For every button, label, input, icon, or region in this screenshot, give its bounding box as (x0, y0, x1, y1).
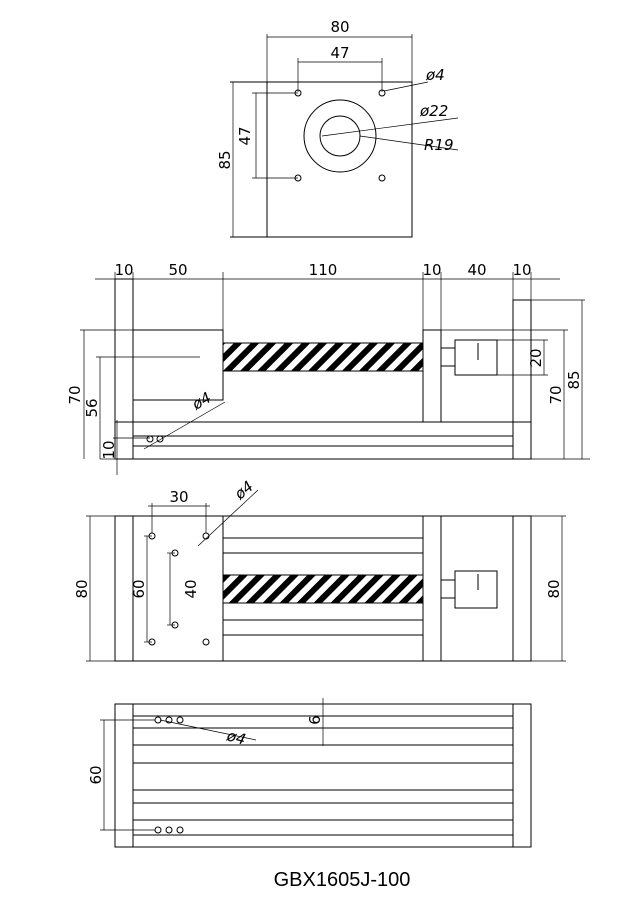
bore-inner-circle (319, 115, 361, 157)
dim-hole-spacing-47: 47 (330, 44, 349, 62)
end-plate-outline (266, 81, 413, 238)
label-hole-dia: ø4 (230, 477, 257, 503)
bearing-support (422, 515, 442, 662)
motor-coupling (454, 570, 498, 609)
dim-height-85: 85 (565, 370, 583, 389)
label-hole-dia: ø4 (224, 726, 248, 748)
mount-hole (154, 826, 162, 834)
dim-width-80-right: 80 (545, 579, 563, 598)
dim-height-10: 10 (100, 440, 118, 459)
mount-hole (202, 638, 210, 646)
dim-hole-spacing-v-47: 47 (236, 126, 254, 145)
bearing-support (422, 329, 442, 423)
dim-seg-50: 50 (168, 261, 187, 279)
ball-screw (222, 342, 424, 372)
mount-hole (378, 89, 386, 97)
dim-spacing-60: 60 (87, 765, 105, 784)
motor-coupling (454, 339, 498, 376)
mount-hole (165, 826, 173, 834)
dim-motor-20: 20 (527, 348, 545, 367)
dim-height-85: 85 (216, 150, 234, 169)
ball-screw (222, 574, 424, 604)
left-end-plate (114, 278, 134, 460)
bore-outer-circle (303, 99, 377, 173)
mount-hole (378, 174, 386, 182)
label-bore-dia: ø22 (419, 102, 448, 120)
mount-hole (165, 716, 173, 724)
carriage-block (132, 329, 224, 401)
dim-offset-6: 6 (306, 715, 324, 725)
dim-seg-110: 110 (309, 261, 338, 279)
bottom-view: ø4 60 6 (87, 698, 532, 848)
dim-seg-10: 10 (512, 261, 531, 279)
label-radius: R19 (424, 136, 454, 154)
plan-outline (114, 515, 532, 662)
mount-hole (156, 435, 164, 443)
dim-height-56: 56 (83, 398, 101, 417)
dim-width-80-left: 80 (73, 579, 91, 598)
dim-spacing-40: 40 (182, 579, 200, 598)
dim-height-70-left: 70 (66, 385, 84, 404)
dim-seg-10: 10 (422, 261, 441, 279)
dim-height-70-right: 70 (547, 385, 565, 404)
label-hole-dia: ø4 (425, 66, 445, 84)
mount-hole (146, 435, 154, 443)
mount-hole (176, 716, 184, 724)
top-view: 80 47 ø4 ø22 R19 85 47 (216, 18, 459, 238)
model-code: GBX1605J-100 (274, 869, 411, 891)
front-view: 10 50 110 10 40 10 20 70 (66, 261, 590, 475)
dim-width-80: 80 (330, 18, 349, 36)
right-end-plate (512, 299, 532, 460)
dim-spacing-30: 30 (169, 488, 188, 506)
dim-seg-40: 40 (467, 261, 486, 279)
mount-hole (176, 826, 184, 834)
dim-spacing-60: 60 (130, 579, 148, 598)
plan-view: 30 ø4 60 40 80 80 (73, 477, 566, 662)
dim-seg-10: 10 (114, 261, 133, 279)
